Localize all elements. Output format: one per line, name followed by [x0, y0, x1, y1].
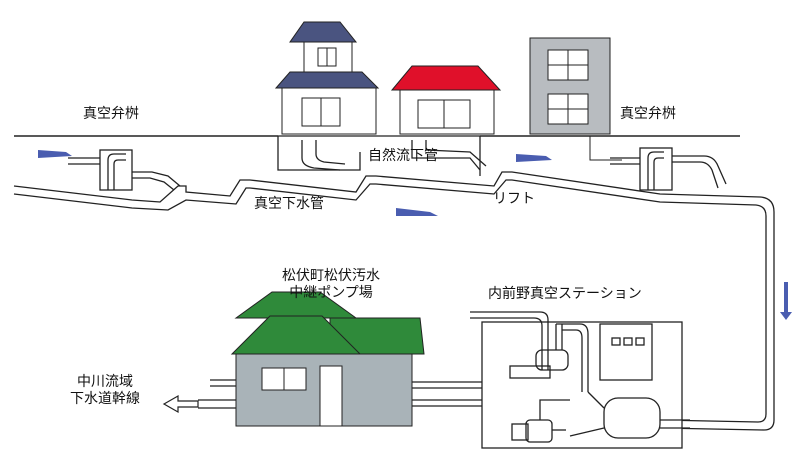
vacuum-valve-box-left: [68, 149, 133, 191]
flow-arrow-1: [38, 150, 72, 158]
outflow-arrow-icon: [162, 394, 199, 414]
pump-station-label-line2: 中継ポンプ場: [289, 285, 373, 301]
vacuum-valve-box-left-label: 真空弁桝: [83, 106, 139, 122]
pump-station-building: [230, 291, 425, 427]
house-navy-roof: [274, 21, 380, 135]
vacuum-sewer-label: 真空下水管: [254, 196, 324, 212]
house-basement: [277, 135, 487, 176]
pump-station-label-line1: 松伏町松伏汚水: [282, 268, 380, 284]
house-red-roof: [390, 65, 502, 135]
flow-arrow-down: [780, 282, 792, 320]
flow-arrow-2: [396, 208, 438, 216]
vacuum-valve-box-right-label: 真空弁桝: [620, 106, 676, 122]
vacuum-sewer-pipe: [13, 171, 775, 431]
vacuum-station-label: 内前野真空ステーション: [488, 286, 642, 302]
gravity-sewer-label: 自然流下管: [368, 148, 438, 164]
house-gray-building: [529, 37, 622, 161]
trunk-line-label-line1: 中川流域: [77, 374, 133, 390]
flow-arrow-3: [516, 154, 552, 162]
vacuum-valve-box-right: [610, 147, 727, 191]
lift-label: リフト: [493, 191, 535, 207]
trunk-line-label-line2: 下水道幹線: [70, 391, 140, 407]
vacuum-station: [470, 311, 690, 449]
